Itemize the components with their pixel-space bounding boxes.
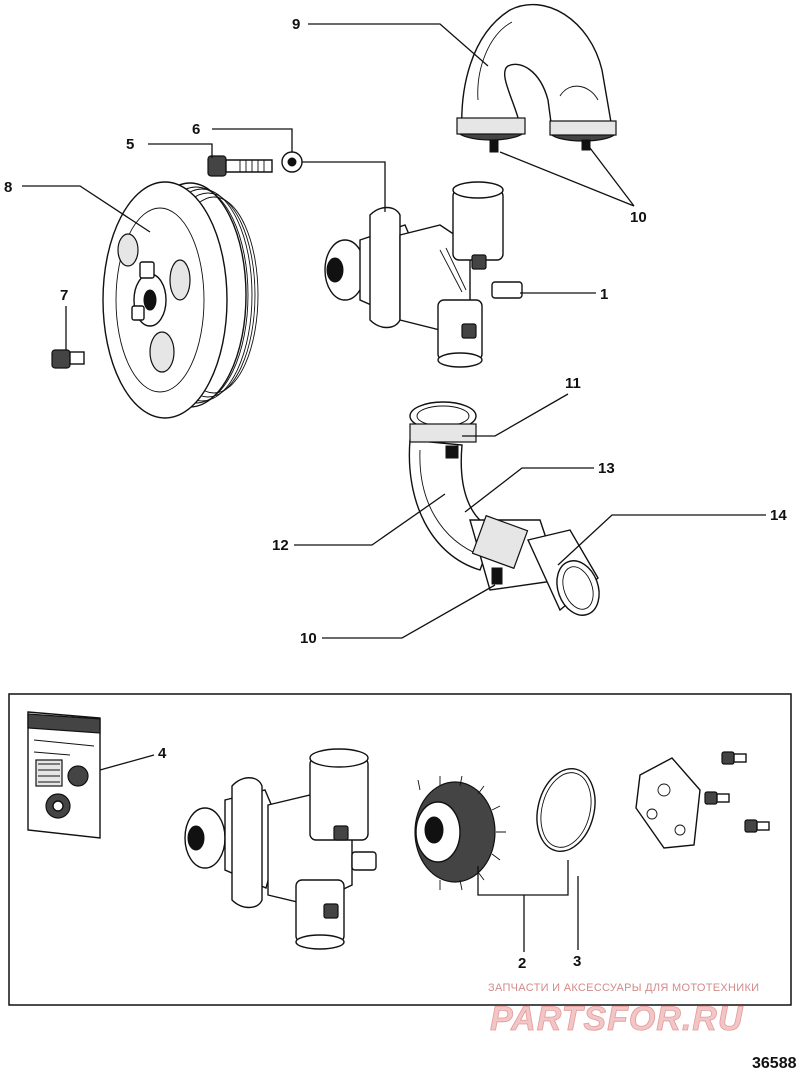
leader-lines: [22, 23, 766, 952]
hose-assembly-parts-11-14: [408, 401, 600, 616]
callout-4: 4: [158, 745, 167, 762]
water-pump-part-1: [324, 181, 523, 368]
callout-10b: 10: [300, 630, 317, 647]
callout-14: 14: [770, 507, 787, 524]
callout-9: 9: [292, 16, 300, 33]
callout-1: 1: [600, 286, 608, 303]
reference-number: 36588: [752, 1055, 797, 1072]
impeller-part-2: [414, 775, 506, 891]
inset-water-pump: [184, 748, 377, 950]
callout-7: 7: [60, 287, 68, 304]
bolt-part-5: [207, 155, 273, 177]
watermark: ЗАПЧАСТИ И АКСЕССУАРЫ ДЛЯ МОТОТЕХНИКИ PA…: [488, 982, 759, 1038]
watermark-tagline: ЗАПЧАСТИ И АКСЕССУАРЫ ДЛЯ МОТОТЕХНИКИ: [488, 982, 759, 994]
washer-part-6: [281, 151, 303, 173]
callout-11: 11: [565, 375, 581, 392]
callout-6: 6: [192, 121, 200, 138]
callout-3: 3: [573, 953, 581, 970]
callout-2: 2: [518, 955, 526, 972]
o-ring-part-3: [536, 767, 596, 853]
pulley-part-8: [102, 181, 259, 419]
hose-part-9: [456, 4, 617, 153]
callout-5: 5: [126, 136, 134, 153]
cover-plate: [635, 757, 701, 849]
cover-screws: [704, 751, 770, 833]
inset-frame: [8, 693, 792, 1006]
watermark-brand: PARTSFOR.RU: [490, 1000, 744, 1038]
callout-8: 8: [4, 179, 12, 196]
callout-labels: 9 5 6 8 10 7 1 11 13 14 12 10 4 2 3: [4, 16, 787, 972]
callout-12: 12: [272, 537, 289, 554]
callout-13: 13: [598, 460, 615, 477]
callout-10a: 10: [630, 209, 647, 226]
bolt-part-7: [51, 349, 85, 369]
repair-kit-part-4: [27, 711, 101, 839]
